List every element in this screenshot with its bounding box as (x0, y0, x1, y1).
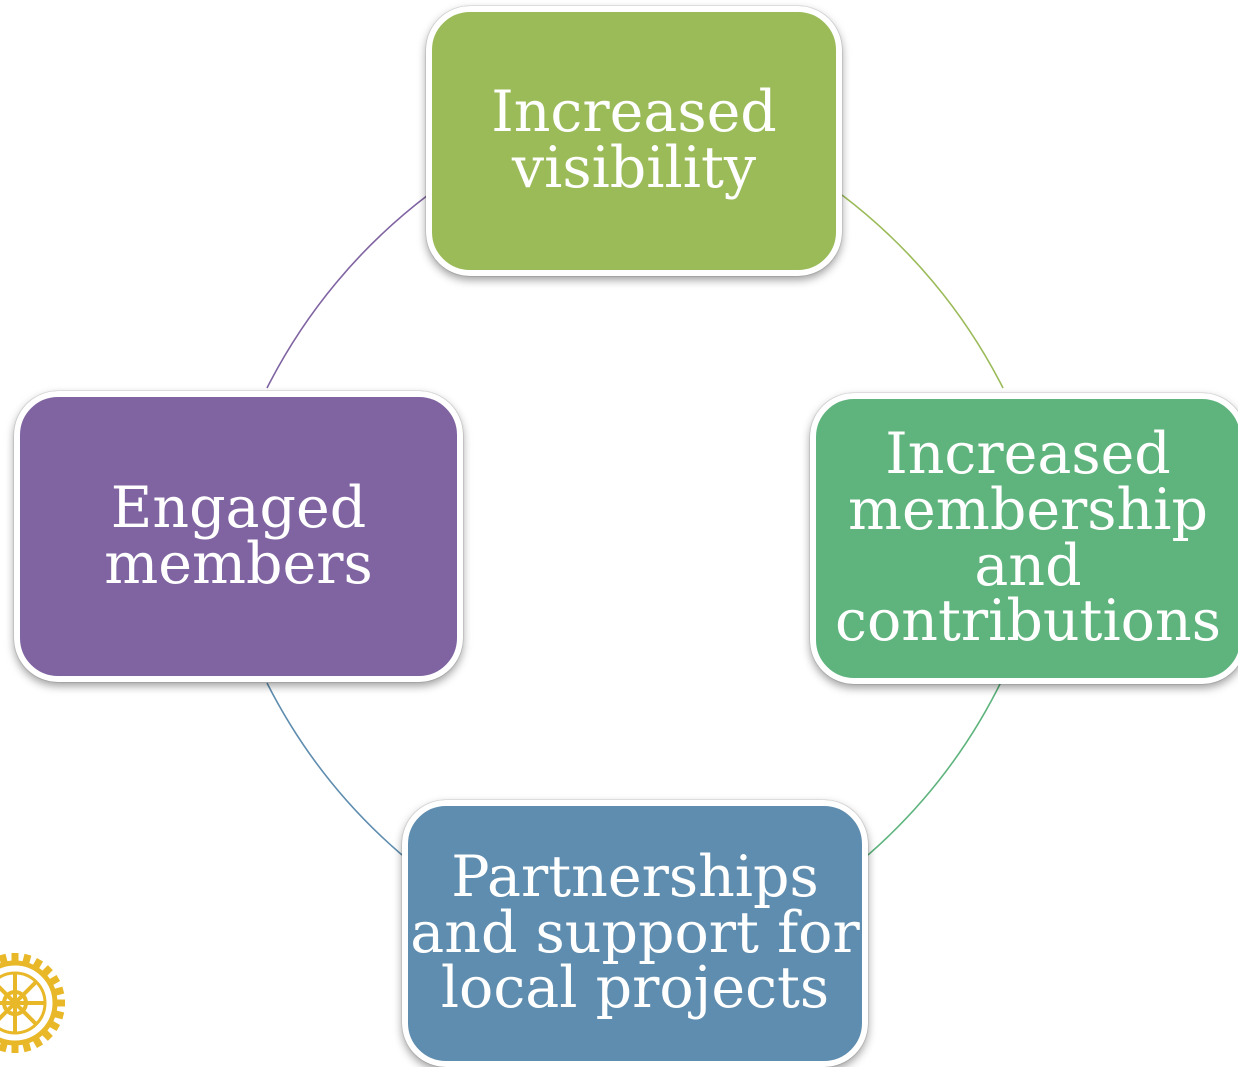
node-label: Engaged members (104, 474, 373, 597)
node-label: Increased membership and contributions (835, 420, 1221, 655)
gear-tooth (48, 1020, 61, 1032)
rotary-wheel-icon (0, 953, 65, 1053)
connector-right-to-bottom (867, 677, 1004, 856)
node-engaged-members: Engaged members (14, 391, 463, 682)
gear-tooth (11, 953, 19, 962)
connector-left-to-top (266, 194, 429, 389)
gear-tooth (0, 953, 8, 965)
gear-tooth (41, 1029, 53, 1041)
connector-bottom-to-left (266, 682, 403, 856)
gear-tooth (56, 999, 65, 1007)
gear-tooth (11, 1044, 19, 1053)
node-increased-visibility: Increased visibility (426, 6, 842, 276)
gear-tooth (22, 953, 32, 965)
gear-tooth (22, 1041, 32, 1053)
node-label: Increased visibility (491, 79, 777, 201)
gear-tooth (41, 965, 53, 977)
gear-tooth (0, 1041, 8, 1053)
node-partnerships: Partnerships and support for local proje… (402, 800, 868, 1067)
gear-tooth (32, 957, 44, 970)
gear-tooth (48, 974, 61, 986)
node-label: Partnerships and support for local proje… (410, 843, 860, 1022)
gear-tooth (53, 1010, 65, 1020)
node-increased-membership: Increased membership and contributions (810, 393, 1238, 684)
gear-tooth (32, 1036, 44, 1049)
gear-tooth (53, 986, 65, 996)
connector-top-to-right (841, 194, 1004, 389)
